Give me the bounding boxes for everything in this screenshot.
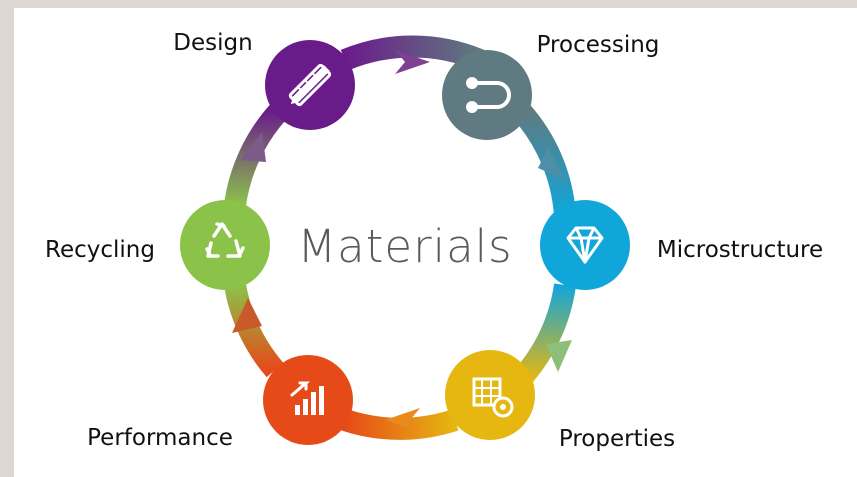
stage-processing [442, 50, 532, 140]
stage-performance [263, 355, 353, 445]
bar-chart-icon [290, 381, 324, 415]
label-properties: Properties [559, 426, 675, 452]
cycle-arrowheads [232, 50, 572, 432]
process-flow-icon [466, 77, 511, 113]
label-recycling: Recycling [45, 237, 155, 263]
stage-microstructure [540, 200, 630, 290]
center-title: Materials [297, 220, 512, 273]
arc-performance-recycling [224, 282, 284, 378]
diagram-canvas [14, 8, 857, 477]
arrowhead-to-processing [395, 50, 430, 74]
arrowhead-to-recycling [232, 298, 262, 333]
arrowhead-to-microstructure [538, 148, 566, 180]
recycling-node [180, 200, 270, 290]
label-performance: Performance [87, 425, 233, 451]
arrowhead-to-properties [546, 340, 572, 372]
label-microstructure: Microstructure [657, 237, 823, 263]
arrowhead-to-performance [385, 408, 420, 432]
recycle-icon [205, 222, 245, 258]
microstructure-node [540, 200, 630, 290]
arc-properties-performance [341, 409, 459, 440]
table-gear-icon [472, 377, 514, 418]
label-processing: Processing [537, 32, 660, 58]
processing-node [442, 50, 532, 140]
arrowhead-to-design [240, 132, 266, 162]
stage-design [265, 40, 355, 130]
diamond-icon [566, 226, 604, 264]
stage-properties [445, 350, 535, 440]
label-design: Design [173, 30, 252, 56]
arc-design-processing [340, 35, 485, 71]
pencil-ruler-icon [288, 63, 332, 107]
stage-recycling [180, 200, 270, 290]
